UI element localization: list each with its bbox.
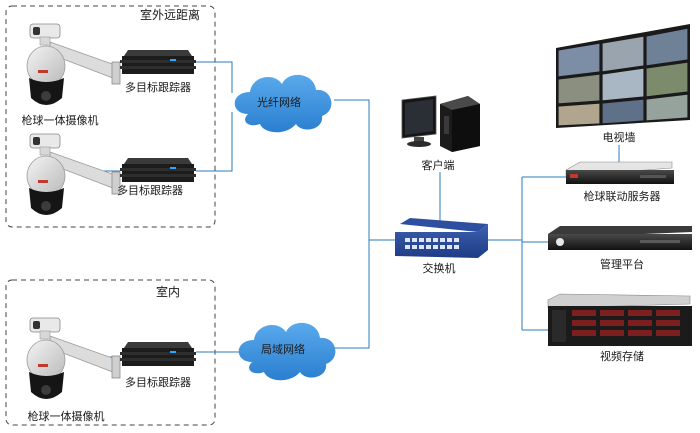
management-platform-server [548, 226, 692, 250]
video-storage-array [547, 293, 692, 346]
camera-2 [26, 133, 121, 216]
outdoor-group-border [5, 5, 216, 228]
camera-1-label: 枪球一体摄像机 [22, 113, 99, 127]
switch-label: 交换机 [423, 261, 456, 275]
linkage-server-label: 枪球联动服务器 [584, 189, 661, 203]
camera-1 [26, 23, 121, 106]
tracker-3-label: 多目标跟踪器 [125, 375, 191, 389]
camera-3 [26, 317, 121, 400]
link-lan-switch [334, 240, 370, 349]
management-platform-label: 管理平台 [600, 257, 644, 271]
link-tracker2-fiber [196, 112, 233, 172]
outdoor-group-title: 室外远距离 [140, 7, 200, 22]
client-computer [401, 95, 480, 152]
client-label: 客户端 [422, 158, 455, 172]
linkage-server [565, 161, 674, 184]
video-wall [556, 24, 690, 128]
tracker-3 [120, 342, 196, 366]
camera-3-label: 枪球一体摄像机 [28, 409, 105, 423]
tracker-2-label: 多目标跟踪器 [117, 183, 183, 197]
tracker-2 [120, 158, 196, 182]
video-storage-label: 视频存储 [600, 349, 644, 363]
tracker-1 [120, 50, 196, 74]
lan-network-label: 局域网络 [261, 342, 305, 356]
connection-lines [96, 61, 620, 358]
fiber-network-label: 光纤网络 [257, 95, 301, 109]
indoor-group-title: 室内 [156, 284, 180, 299]
video-wall-label: 电视墙 [603, 130, 636, 144]
network-switch [395, 218, 488, 258]
link-tracker1-fiber [196, 61, 233, 93]
link-fiber-switch [334, 99, 395, 241]
tracker-1-label: 多目标跟踪器 [125, 80, 191, 94]
